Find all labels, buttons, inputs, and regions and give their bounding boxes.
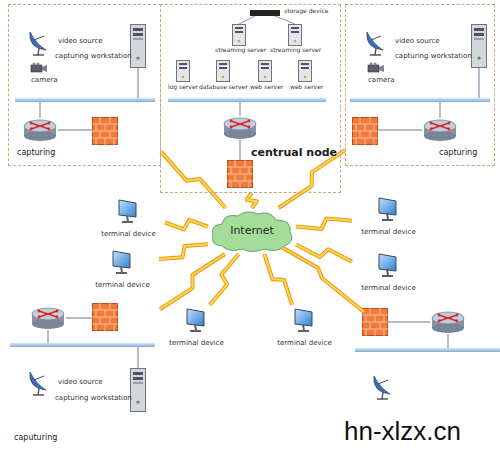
capture-region: capturing [8, 4, 161, 166]
device-label: terminal device [352, 228, 425, 236]
device-label: capturing workstation [55, 52, 132, 60]
internet-cloud: Internet [208, 208, 296, 254]
device-label: terminal device [352, 284, 425, 292]
device-label: video source [395, 37, 440, 45]
device-label: video source [58, 37, 103, 45]
terminal-device: terminal device [86, 247, 159, 293]
terminal-device: terminal device [92, 196, 165, 242]
device-label: capturing workstation [55, 394, 132, 402]
terminal-device: terminal device [352, 250, 425, 296]
capture-group: caputuring [5, 295, 160, 455]
lightning-link [247, 193, 257, 208]
cloud-label: Internet [230, 224, 274, 237]
terminal-device: terminal device [352, 194, 425, 240]
group-title: centrual node [251, 146, 337, 159]
lightning-link [159, 244, 208, 259]
group-title: caputuring [14, 433, 57, 443]
watermark: hn-xlzx.cn [305, 403, 500, 460]
device-label: streaming server [270, 47, 321, 54]
device-label: log server [168, 84, 198, 91]
lightning-link [165, 220, 208, 230]
group-title: capturing [439, 148, 477, 158]
device-label: database server [199, 84, 248, 91]
lightning-link [160, 254, 225, 309]
lightning-link [296, 245, 352, 262]
device-label: web server [290, 84, 323, 91]
device-label: terminal device [160, 339, 233, 347]
central-node-region: centrual node [160, 4, 341, 193]
device-label: web server [250, 84, 283, 91]
lightning-link [264, 254, 292, 305]
group-title: capturing [17, 148, 55, 158]
device-label: camera [31, 76, 57, 84]
device-label: terminal device [268, 339, 341, 347]
device-label: terminal device [92, 230, 165, 238]
device-label: capturing workstation [395, 52, 472, 60]
device-label: storage device [284, 8, 328, 15]
device-label: streaming server [215, 47, 266, 54]
terminal-device: terminal device [268, 305, 341, 351]
device-label: terminal device [86, 281, 159, 289]
device-label: camera [368, 76, 394, 84]
device-label: video source [58, 378, 103, 386]
lightning-link [161, 152, 226, 208]
lightning-link [296, 218, 352, 229]
terminal-device: terminal device [160, 305, 233, 351]
capture-region: capturing [345, 4, 495, 166]
